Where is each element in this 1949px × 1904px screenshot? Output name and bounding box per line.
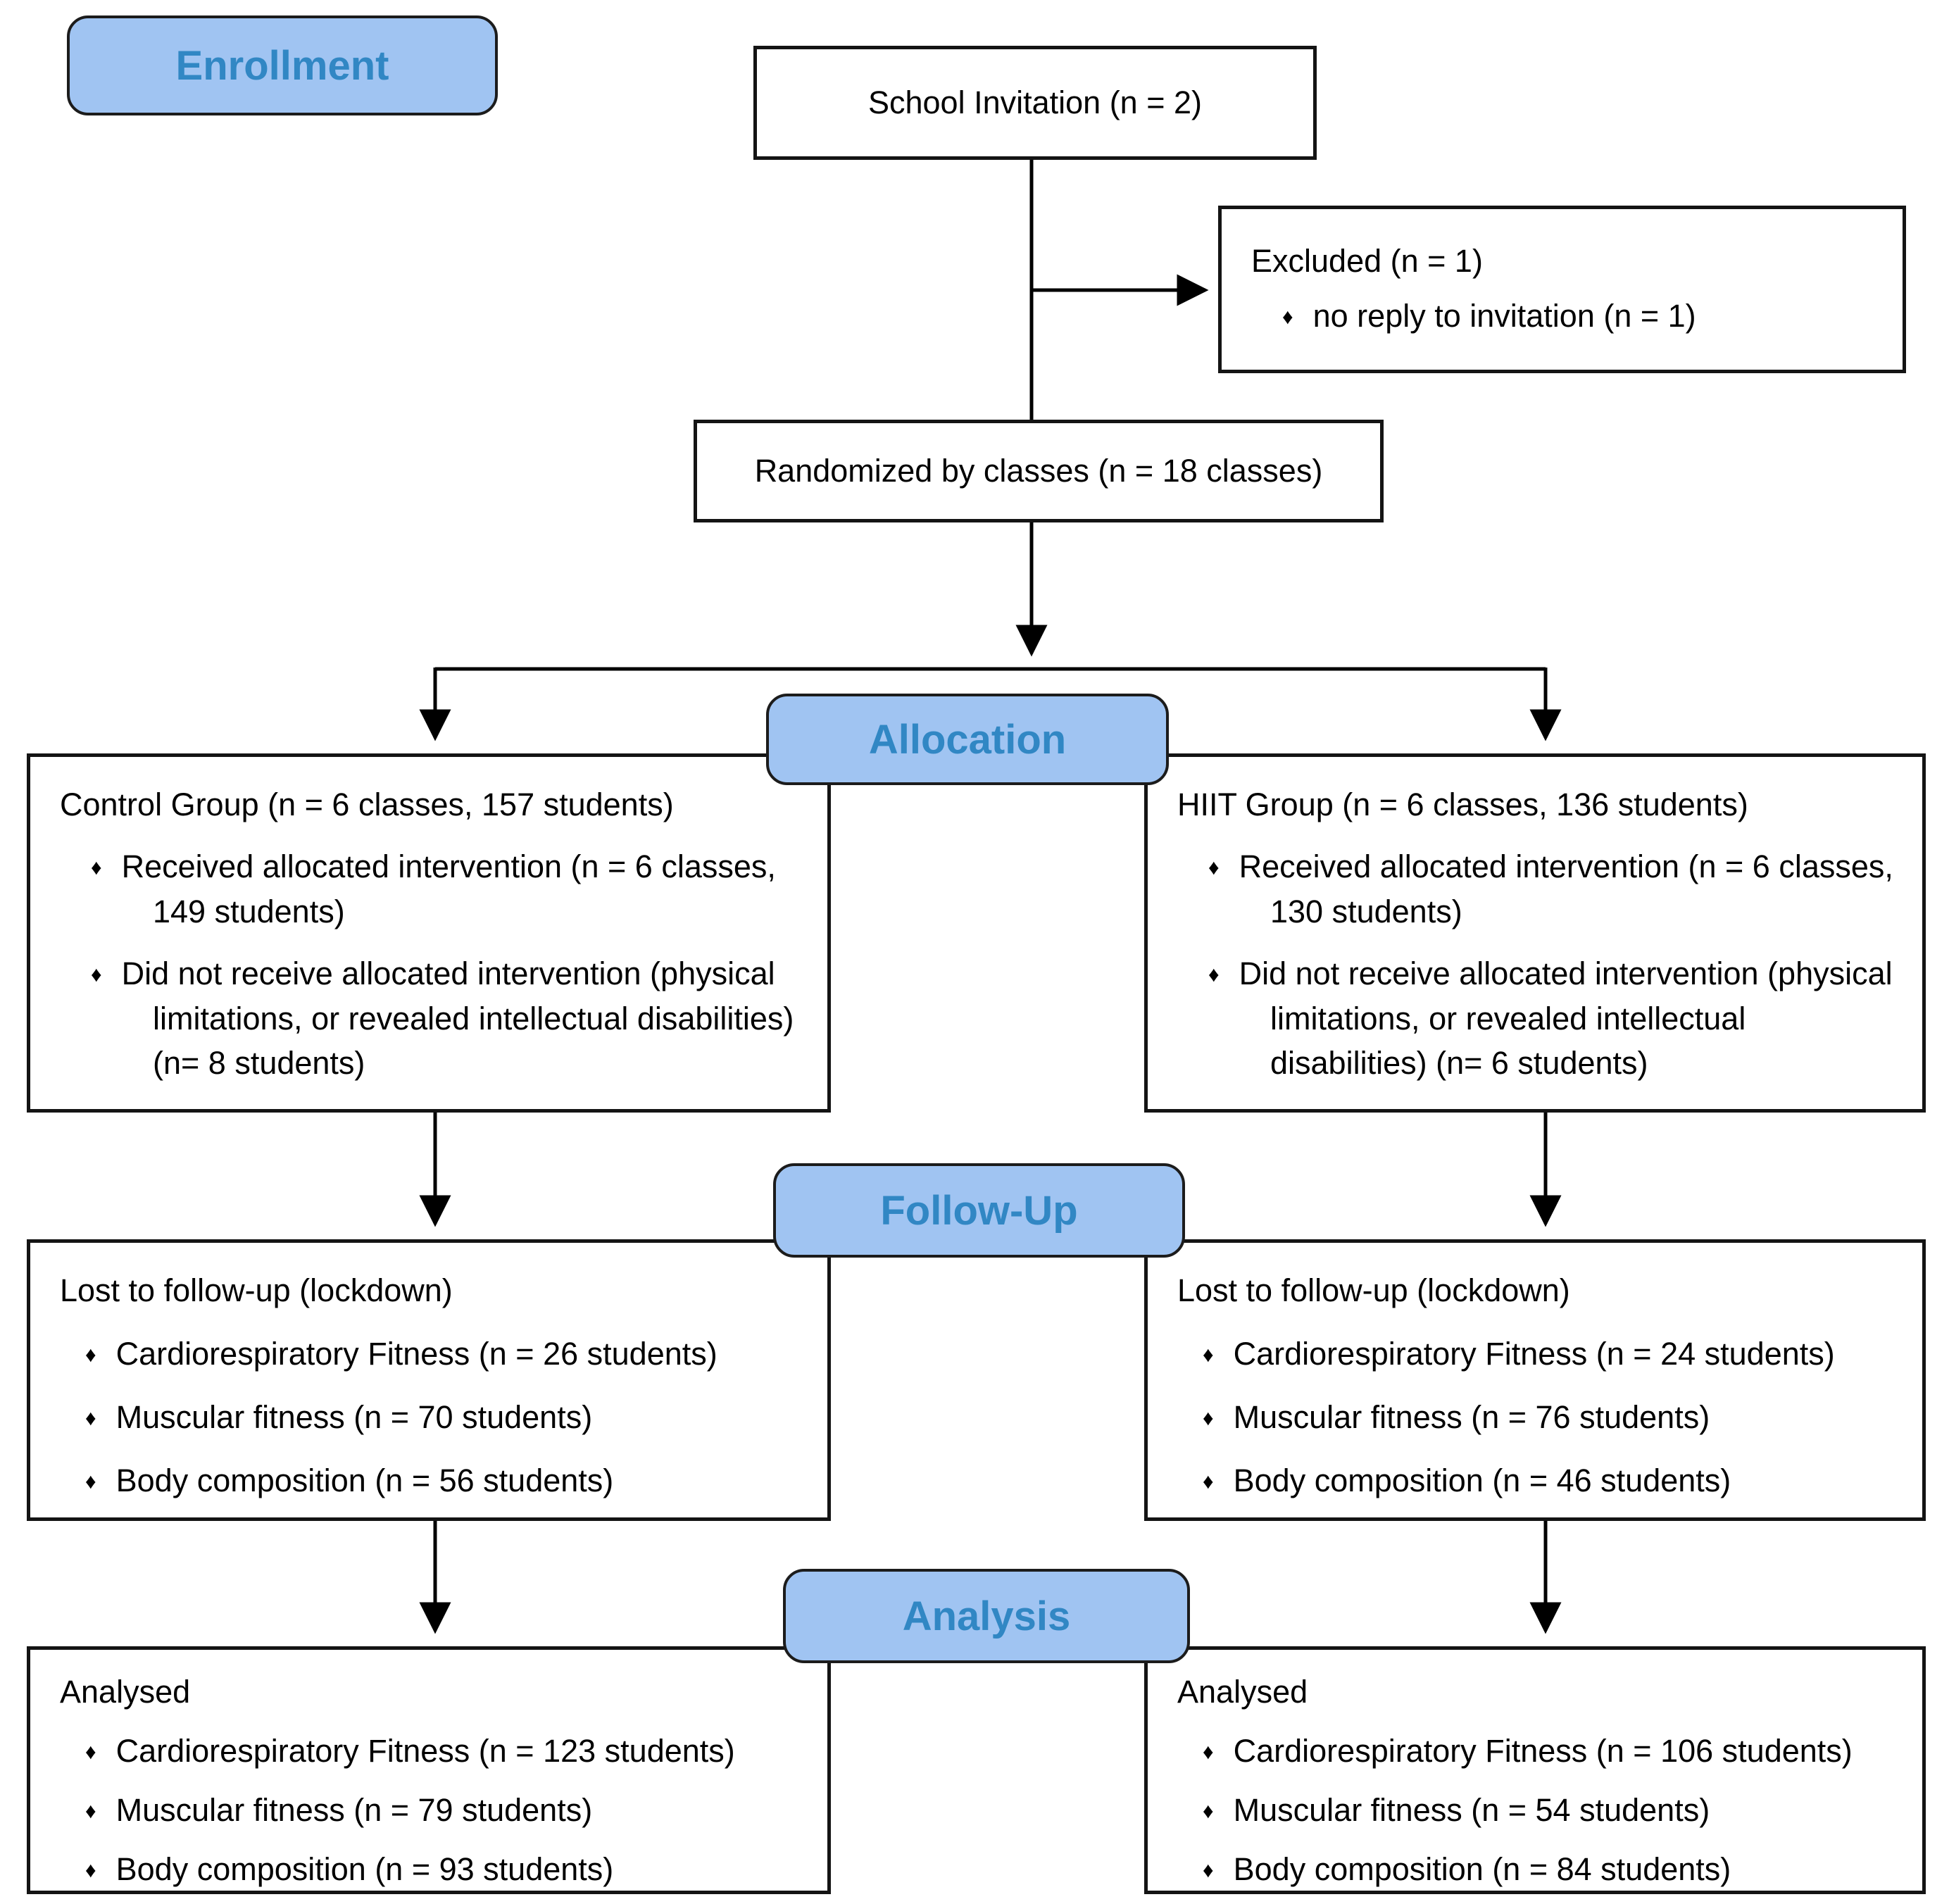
bullet-item: ♦ Cardiorespiratory Fitness (n = 24 stude… xyxy=(1177,1332,1903,1377)
diamond-bullet-icon: ♦ xyxy=(85,1405,96,1430)
bullet-text: Body composition (n = 46 students) xyxy=(1233,1462,1731,1498)
bullet-text: Muscular fitness (n = 79 students) xyxy=(115,1791,593,1828)
followup-hiit-title: Lost to follow-up (lockdown) xyxy=(1177,1272,1570,1308)
bullet-item: ♦ Received allocated intervention (n = 6 … xyxy=(1177,844,1903,934)
bullet-item: ♦ Cardiorespiratory Fitness (n = 26 stude… xyxy=(60,1332,808,1377)
diamond-bullet-icon: ♦ xyxy=(85,1469,96,1493)
diamond-bullet-icon: ♦ xyxy=(91,855,102,879)
diamond-bullet-icon: ♦ xyxy=(1208,855,1220,879)
excluded-title: Excluded (n = 1) xyxy=(1251,243,1483,279)
box-randomized: Randomized by classes (n = 18 classes) xyxy=(694,420,1384,522)
box-allocation-control: Control Group (n = 6 classes, 157 studen… xyxy=(27,753,831,1113)
bullet-item: ♦ Muscular fitness (n = 70 students) xyxy=(60,1395,808,1440)
allocation-hiit-title: HIIT Group (n = 6 classes, 136 students) xyxy=(1177,787,1748,822)
bullet-text: Did not receive allocated intervention (… xyxy=(121,955,794,1082)
diamond-bullet-icon: ♦ xyxy=(1282,304,1293,329)
diamond-bullet-icon: ♦ xyxy=(1203,1739,1214,1764)
allocation-control-title: Control Group (n = 6 classes, 157 studen… xyxy=(60,787,674,822)
diamond-bullet-icon: ♦ xyxy=(85,1342,96,1367)
bullet-text: Body composition (n = 84 students) xyxy=(1233,1850,1731,1887)
diamond-bullet-icon: ♦ xyxy=(91,962,102,987)
box-school-invitation: School Invitation (n = 2) xyxy=(753,46,1317,160)
box-analysis-control: Analysed ♦ Cardiorespiratory Fitness (n =… xyxy=(27,1646,831,1894)
bullet-item: ♦ Body composition (n = 46 students) xyxy=(1177,1458,1903,1503)
diamond-bullet-icon: ♦ xyxy=(85,1798,96,1823)
bullet-item: ♦ no reply to invitation (n = 1) xyxy=(1251,294,1883,339)
bullet-item: ♦ Muscular fitness (n = 76 students) xyxy=(1177,1395,1903,1440)
analysis-control-title: Analysed xyxy=(60,1674,191,1710)
bullet-item: ♦ Body composition (n = 56 students) xyxy=(60,1458,808,1503)
school-invitation-text: School Invitation (n = 2) xyxy=(867,84,1203,120)
bullet-text: Cardiorespiratory Fitness (n = 24 studen… xyxy=(1233,1335,1835,1372)
bullet-text: no reply to invitation (n = 1) xyxy=(1312,297,1696,334)
bullet-text: Muscular fitness (n = 70 students) xyxy=(115,1398,593,1435)
diamond-bullet-icon: ♦ xyxy=(1203,1798,1214,1823)
bullet-text: Cardiorespiratory Fitness (n = 26 studen… xyxy=(115,1335,717,1372)
stage-label-analysis: Analysis xyxy=(783,1569,1190,1663)
diamond-bullet-icon: ♦ xyxy=(85,1858,96,1882)
box-excluded: Excluded (n = 1) ♦ no reply to invitation… xyxy=(1218,206,1906,373)
bullet-item: ♦ Cardiorespiratory Fitness (n = 106 stud… xyxy=(1177,1729,1903,1774)
stage-label-enrollment: Enrollment xyxy=(67,15,498,115)
followup-control-title: Lost to follow-up (lockdown) xyxy=(60,1272,453,1308)
box-analysis-hiit: Analysed ♦ Cardiorespiratory Fitness (n =… xyxy=(1144,1646,1926,1894)
bullet-item: ♦ Muscular fitness (n = 79 students) xyxy=(60,1788,808,1833)
bullet-item: ♦ Cardiorespiratory Fitness (n = 123 stud… xyxy=(60,1729,808,1774)
bullet-text: Received allocated intervention (n = 6 c… xyxy=(1239,848,1893,929)
bullet-item: ♦ Received allocated intervention (n = 6 … xyxy=(60,844,808,934)
bullet-text: Muscular fitness (n = 54 students) xyxy=(1233,1791,1710,1828)
stage-label-allocation: Allocation xyxy=(766,694,1169,785)
analysis-hiit-title: Analysed xyxy=(1177,1674,1308,1710)
randomized-text: Randomized by classes (n = 18 classes) xyxy=(754,453,1323,489)
bullet-text: Received allocated intervention (n = 6 c… xyxy=(121,848,776,929)
bullet-item: ♦ Muscular fitness (n = 54 students) xyxy=(1177,1788,1903,1833)
diamond-bullet-icon: ♦ xyxy=(1203,1342,1214,1367)
bullet-item: ♦ Body composition (n = 84 students) xyxy=(1177,1847,1903,1892)
box-followup-control: Lost to follow-up (lockdown) ♦ Cardioresp… xyxy=(27,1239,831,1521)
diamond-bullet-icon: ♦ xyxy=(85,1739,96,1764)
stage-label-follow-up: Follow-Up xyxy=(773,1163,1185,1258)
bullet-text: Body composition (n = 93 students) xyxy=(115,1850,614,1887)
box-followup-hiit: Lost to follow-up (lockdown) ♦ Cardioresp… xyxy=(1144,1239,1926,1521)
bullet-item: ♦ Did not receive allocated intervention … xyxy=(1177,951,1903,1086)
diamond-bullet-icon: ♦ xyxy=(1208,962,1220,987)
diamond-bullet-icon: ♦ xyxy=(1203,1405,1214,1430)
diamond-bullet-icon: ♦ xyxy=(1203,1858,1214,1882)
box-allocation-hiit: HIIT Group (n = 6 classes, 136 students)… xyxy=(1144,753,1926,1113)
diamond-bullet-icon: ♦ xyxy=(1203,1469,1214,1493)
bullet-item: ♦ Body composition (n = 93 students) xyxy=(60,1847,808,1892)
bullet-text: Cardiorespiratory Fitness (n = 123 stude… xyxy=(115,1732,735,1769)
bullet-item: ♦ Did not receive allocated intervention … xyxy=(60,951,808,1086)
bullet-text: Muscular fitness (n = 76 students) xyxy=(1233,1398,1710,1435)
bullet-text: Body composition (n = 56 students) xyxy=(115,1462,614,1498)
bullet-text: Did not receive allocated intervention (… xyxy=(1239,955,1893,1082)
bullet-text: Cardiorespiratory Fitness (n = 106 stude… xyxy=(1233,1732,1853,1769)
